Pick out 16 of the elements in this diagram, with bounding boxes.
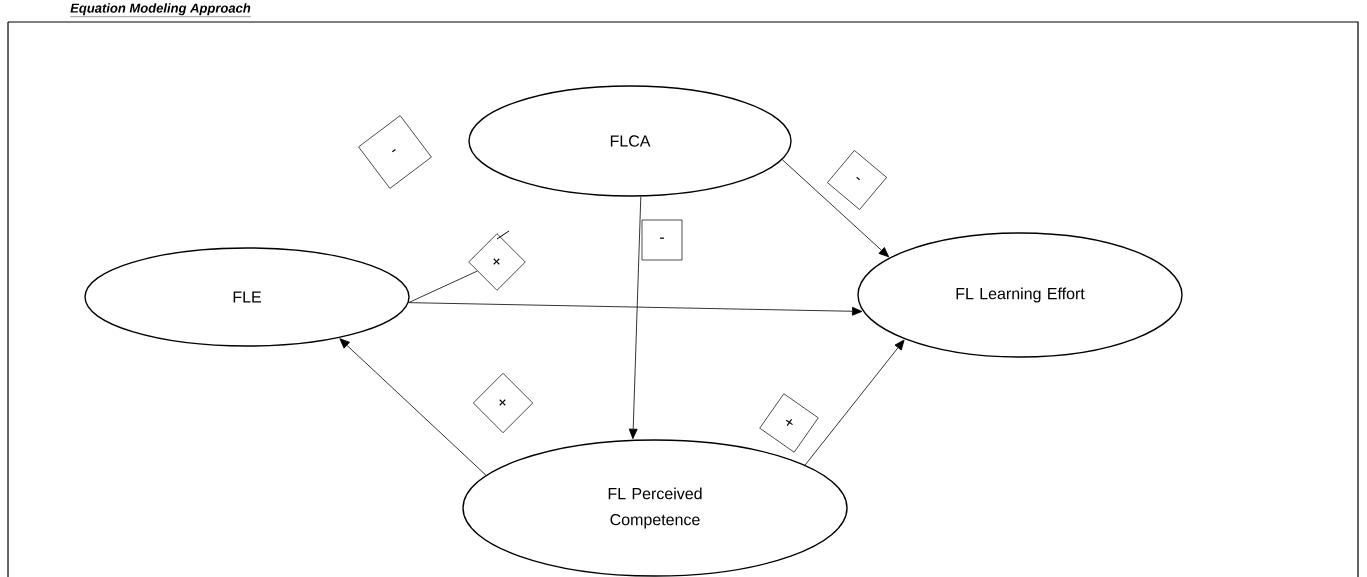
- sign-box: -: [827, 150, 887, 210]
- ellipse-node: FLE: [84, 247, 410, 347]
- arrow: [628, 196, 642, 440]
- arrow: [339, 338, 487, 476]
- heading: Equation Modeling Approach: [70, 3, 251, 17]
- ellipse-node: FL Perceived Competence: [462, 439, 848, 577]
- sign-box: -: [641, 219, 683, 261]
- ellipse-node: FL Learning Effort: [857, 232, 1183, 358]
- sign-box: -: [358, 115, 432, 189]
- arrow: [804, 339, 905, 466]
- arrow: [781, 159, 890, 258]
- arrow: [408, 302, 863, 316]
- sign-box: +: [468, 233, 526, 291]
- ellipse-node: FLCA: [468, 85, 792, 197]
- sign-box: +: [759, 393, 819, 453]
- sign-box: +: [472, 372, 534, 434]
